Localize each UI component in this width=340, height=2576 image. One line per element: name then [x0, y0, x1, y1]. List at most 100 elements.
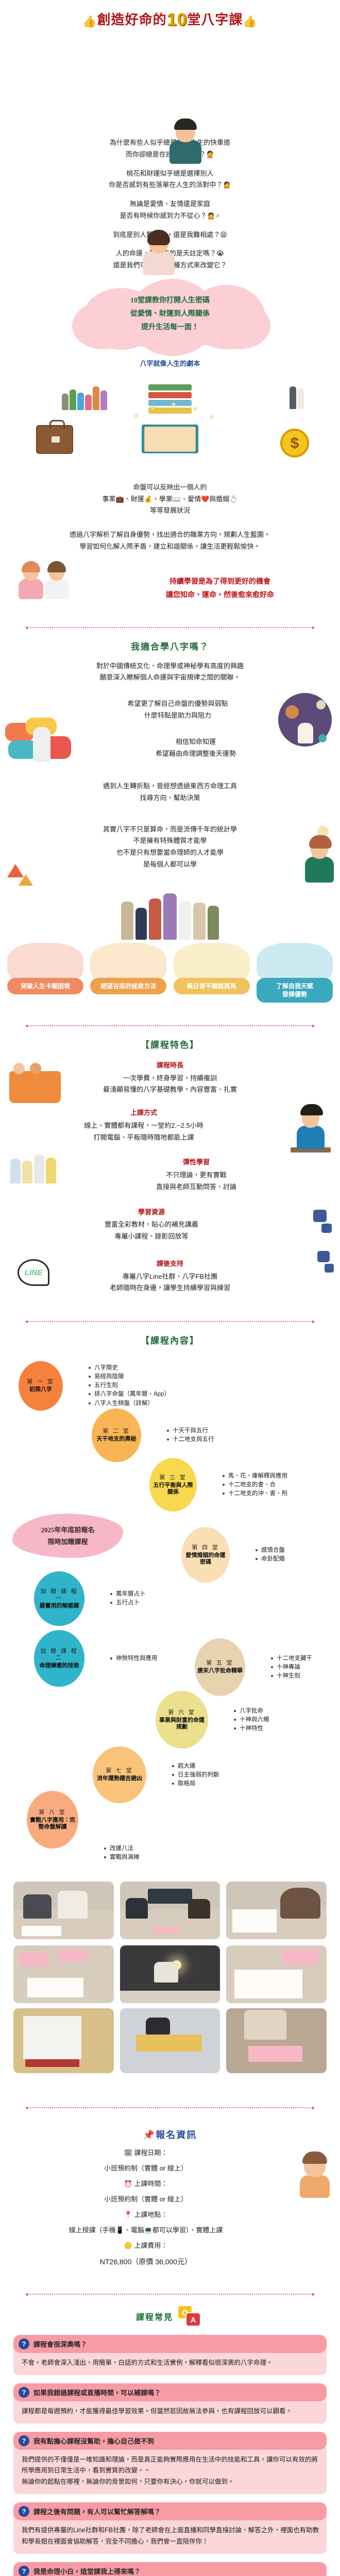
lesson-number: 第 二 堂: [103, 1428, 130, 1435]
registration-heading: 📌報名資訊: [143, 2130, 197, 2141]
classroom-photo: [120, 2008, 220, 2074]
bonus-name: 命理療癒的技術: [39, 1662, 79, 1669]
faq-question[interactable]: ? 課程之後有問題，有人可以幫忙解答解嗎？: [13, 2502, 327, 2521]
feature-item: 彈性學習 不只理論，更有實戰 直接與老師互動問答、討論: [0, 1157, 340, 1193]
lesson-bubble: 第 一 堂 初探八字: [19, 1361, 63, 1411]
classroom-photo-grid: [0, 1876, 340, 2008]
benefit-pill[interactable]: 與日常不順說再見: [173, 942, 250, 1003]
feature-item: 課程時長 一次學費，終身學習，持續複訓 最淺顯易懂的八字基礎教學，內容豐富、扎實: [0, 1060, 340, 1096]
star-icon: ★: [192, 404, 199, 413]
bonus-number: 加 贈 課 程 一: [40, 1588, 78, 1601]
faq-item[interactable]: ? 課程之後有問題，有人可以幫忙解答解嗎？ 我們有提供專屬的Line社群和FB社…: [13, 2502, 327, 2554]
lesson-number: 第 五 堂: [206, 1660, 234, 1667]
faq-question[interactable]: ? 課程會很深奧嗎？: [13, 2334, 327, 2353]
course-date-value: 小班預約制（實體 or 線上）: [104, 2164, 188, 2173]
bonus-lesson-item[interactable]: 加 贈 課 程 一 最實用的解惑課 萬年曆占卜 五行占卜: [0, 1571, 340, 1626]
question-mark-icon: ?: [19, 2386, 29, 2398]
divider: [25, 2107, 315, 2110]
classroom-photo: [13, 2008, 114, 2074]
lesson-item[interactable]: 第 六 堂 事業與財富的命運規劃 八字批命 十神與六親 十神特性: [0, 1691, 340, 1749]
lesson-item[interactable]: 第 七 堂 流年運勢趨吉避凶 起大運 日主強弱的判斷 取格局: [0, 1747, 340, 1804]
classroom-photo: [13, 1882, 114, 1940]
benefit-pill[interactable]: 了解自我天賦 發揮優勢: [256, 942, 333, 1003]
faq-answer: 課程都是每週預約，才能獲得最佳學習效果。但當然若因故無法參與，也有課程回放可以觀…: [22, 2407, 293, 2415]
classroom-photo: [226, 2008, 327, 2074]
faq-question[interactable]: ? 我有點擔心課程沒幫助，擔心自己做不到: [13, 2431, 327, 2450]
divider: [25, 2293, 315, 2296]
faq-question[interactable]: ? 如果我錯過課程或直播時間，可以補課嗎？: [13, 2383, 327, 2401]
cloud-text: 10堂課教你打開人生密碼 從愛情、財運到人際關係 提升生活每一面！: [130, 296, 210, 331]
faq-answer: 我們有提供專屬的Line社群和FB社團，除了老師會在上面直播和同學直接討論、解答…: [22, 2527, 319, 2546]
faq-item[interactable]: ? 我是命理小白，這堂課我上得來嗎？ 這堂課程無需任何基礎，只要有興趣皆可參與！…: [13, 2562, 327, 2576]
lesson-item[interactable]: 第 二 堂 天干地支的奧秘 十天干與五行 十二地支與五行: [0, 1409, 340, 1463]
course-place-label: 📍 上課地點：: [124, 2210, 168, 2218]
qa-badge-icon: Q A: [177, 2304, 204, 2328]
highlight-cloud: 10堂課教你打開人生密碼 從愛情、財運到人際關係 提升生活每一面！: [0, 278, 340, 356]
bonus-lesson-item[interactable]: 加 贈 課 程 二 命理療癒的技術 神煞特性與應用: [34, 1630, 158, 1687]
intro-question-2: 桃花和財運似乎總是選擇別人 你是否感到有些落單在人生的派對中？🙍: [109, 169, 231, 189]
benefit-pill[interactable]: 絕望谷底的拯救方法: [90, 942, 167, 1003]
thumbs-up-icon: 👍: [243, 15, 258, 28]
faq-list: ? 課程會很深奧嗎？ 不會。老師會深入淺出，用簡單、白話的方式和生活實例，解釋看…: [0, 2334, 340, 2576]
lesson-item[interactable]: 第 四 堂 愛情婚姻的命運密碼 感情合盤 命卦配婚: [181, 1527, 285, 1583]
classroom-photo: [226, 1882, 327, 1940]
feature-item: 學習資源 豐富全彩教材，貼心的補充講義 專屬小課程、錄影回放等: [0, 1207, 340, 1243]
benefit-pill[interactable]: 突破人生卡關困境: [7, 942, 83, 1003]
family-illustration: [62, 386, 107, 410]
faq-item[interactable]: ? 課程會很深奧嗎？ 不會。老師會深入淺出，用簡單、白話的方式和生活實例，解釋看…: [13, 2334, 327, 2375]
faq-heading: 課程常見 Q A: [0, 2304, 340, 2328]
faq-question[interactable]: ? 我是命理小白，這堂課我上得來嗎？: [13, 2562, 327, 2576]
intro-question-1: 為什麼有些人似乎總是走在人生的快車道 而你卻總是在迷宮中徘徊？🤦: [109, 139, 230, 158]
course-time-value: 小班預約制（實體 or 線上）: [104, 2195, 188, 2204]
curriculum-map: 第 一 堂 初探八字 八字簡史 易經與陰陽 五行生剋 排八字命盤（萬年曆、App…: [0, 1354, 340, 1860]
lesson-points: 十二地支藏干 十神專論 十神生剋: [250, 1654, 312, 1681]
lesson-name: 天干地支的奧秘: [96, 1436, 137, 1443]
lesson-item[interactable]: 第 一 堂 初探八字 八字簡史 易經與陰陽 五行生剋 排八字命盤（萬年曆、App…: [0, 1358, 340, 1414]
registration-details: 🗓 課程日期： 小班預約制（實體 or 線上） ⏰ 上課時間： 小班預約制（實體…: [0, 2145, 340, 2269]
answer-badge: A: [185, 2312, 201, 2327]
promo-banner: 2025年年底前報名 限時加贈課程: [12, 1514, 123, 1558]
feature-item: 課後支持 專屬八字Line社群、八字FB社團 老師隨時在身邊，讓學生持續學習與練…: [0, 1258, 340, 1294]
bonus-bubble: 加 贈 課 程 二 命理療癒的技術: [34, 1630, 84, 1687]
lesson-name: 流年運勢趨吉避凶: [97, 1775, 142, 1782]
faq-answer: 不會。老師會深入淺出，用簡單、白話的方式和生活實例，解釋看似很深奧的八字命理。: [22, 2359, 273, 2366]
divider: [25, 1320, 315, 1324]
lesson-bubble: 第 七 堂 流年運勢趨吉避凶: [93, 1747, 146, 1804]
faq-item[interactable]: ? 我有點擔心課程沒幫助，擔心自己做不到 我們提供的不僅僅是一堆知識和理論，而是…: [13, 2431, 327, 2495]
money-coin-icon: $: [280, 428, 309, 457]
feature-title: 課程時長: [156, 1061, 183, 1069]
bonus-points: 神煞特性與應用: [90, 1654, 158, 1663]
lesson-item[interactable]: 第 三 堂 五行平衡與人際關係 馬、花、庫解釋與應用 十二地支的會、合 十二地支…: [0, 1458, 340, 1512]
lesson-item[interactable]: 第 八 堂 實戰八字應用：完整命盤解讀 改運八法 實戰與演練: [0, 1791, 340, 1860]
lesson-points: 起大運 日主強弱的判斷 取格局: [151, 1762, 219, 1789]
bonus-number: 加 贈 課 程 二: [40, 1648, 78, 1661]
lesson-bubble: 第 二 堂 天干地支的奧秘: [92, 1409, 141, 1463]
lesson-name: 五行平衡與人際關係: [153, 1482, 193, 1495]
classroom-photo: [120, 1882, 220, 1940]
lesson-points: 八字批命 十神與六親 十神特性: [213, 1707, 269, 1734]
briefcase-icon: [36, 419, 73, 454]
faq-item[interactable]: ? 如果我錯過課程或直播時間，可以補課嗎？ 課程都是每週預約，才能獲得最佳學習效…: [13, 2383, 327, 2424]
script-tagline: 八字就像人生的劇本: [140, 359, 200, 367]
open-book-icon: [142, 424, 198, 453]
lesson-item[interactable]: 第 五 堂 唐宋八字批命精華 十二地支藏干 十神專論 十神生剋: [195, 1638, 312, 1697]
suitable-point-1: 對於中國傳統文化、命理學或神秘學有高度的興趣 願意深入瞭解個人命運與宇宙規律之間…: [96, 662, 244, 682]
promo-text: 2025年年底前報名 限時加贈課程: [41, 1526, 95, 1546]
lesson-points: 十天干與五行 十二地支與五行: [146, 1427, 214, 1445]
suitable-point-5: 其實八字不只是算命，而是流傳千年的統計學 不是擁有特殊體質才能學 也不是只有想要…: [103, 825, 237, 868]
benefit-pill-label: 了解自我天賦 發揮優勢: [256, 977, 333, 1003]
course-place-value: 線上授課（手機📱、電腦💻都可以學習）、實體上課: [69, 2226, 223, 2234]
thumbs-up-icon: 👍: [82, 15, 97, 28]
lesson-points: 感情合盤 命卦配婚: [235, 1546, 285, 1564]
course-time-label: ⏰ 上課時間：: [124, 2180, 168, 2188]
page-title: 👍創造好命的10堂八字課👍: [0, 0, 340, 33]
celebration-group-illustration: [0, 878, 340, 940]
lesson-bubble: 第 四 堂 愛情婚姻的命運密碼: [181, 1527, 230, 1583]
curriculum-heading: 【課程內容】: [141, 1336, 199, 1346]
benefit-pill-label: 與日常不順說再見: [173, 977, 250, 994]
promo-brush-shape: [12, 1514, 123, 1558]
features-heading: 【課程特色】: [141, 1040, 199, 1050]
lesson-points: 八字簡史 易經與陰陽 五行生剋 排八字命盤（萬年曆、App） 八字人生棋盤（詳解…: [68, 1364, 170, 1408]
book-stack-icon: [148, 384, 192, 415]
